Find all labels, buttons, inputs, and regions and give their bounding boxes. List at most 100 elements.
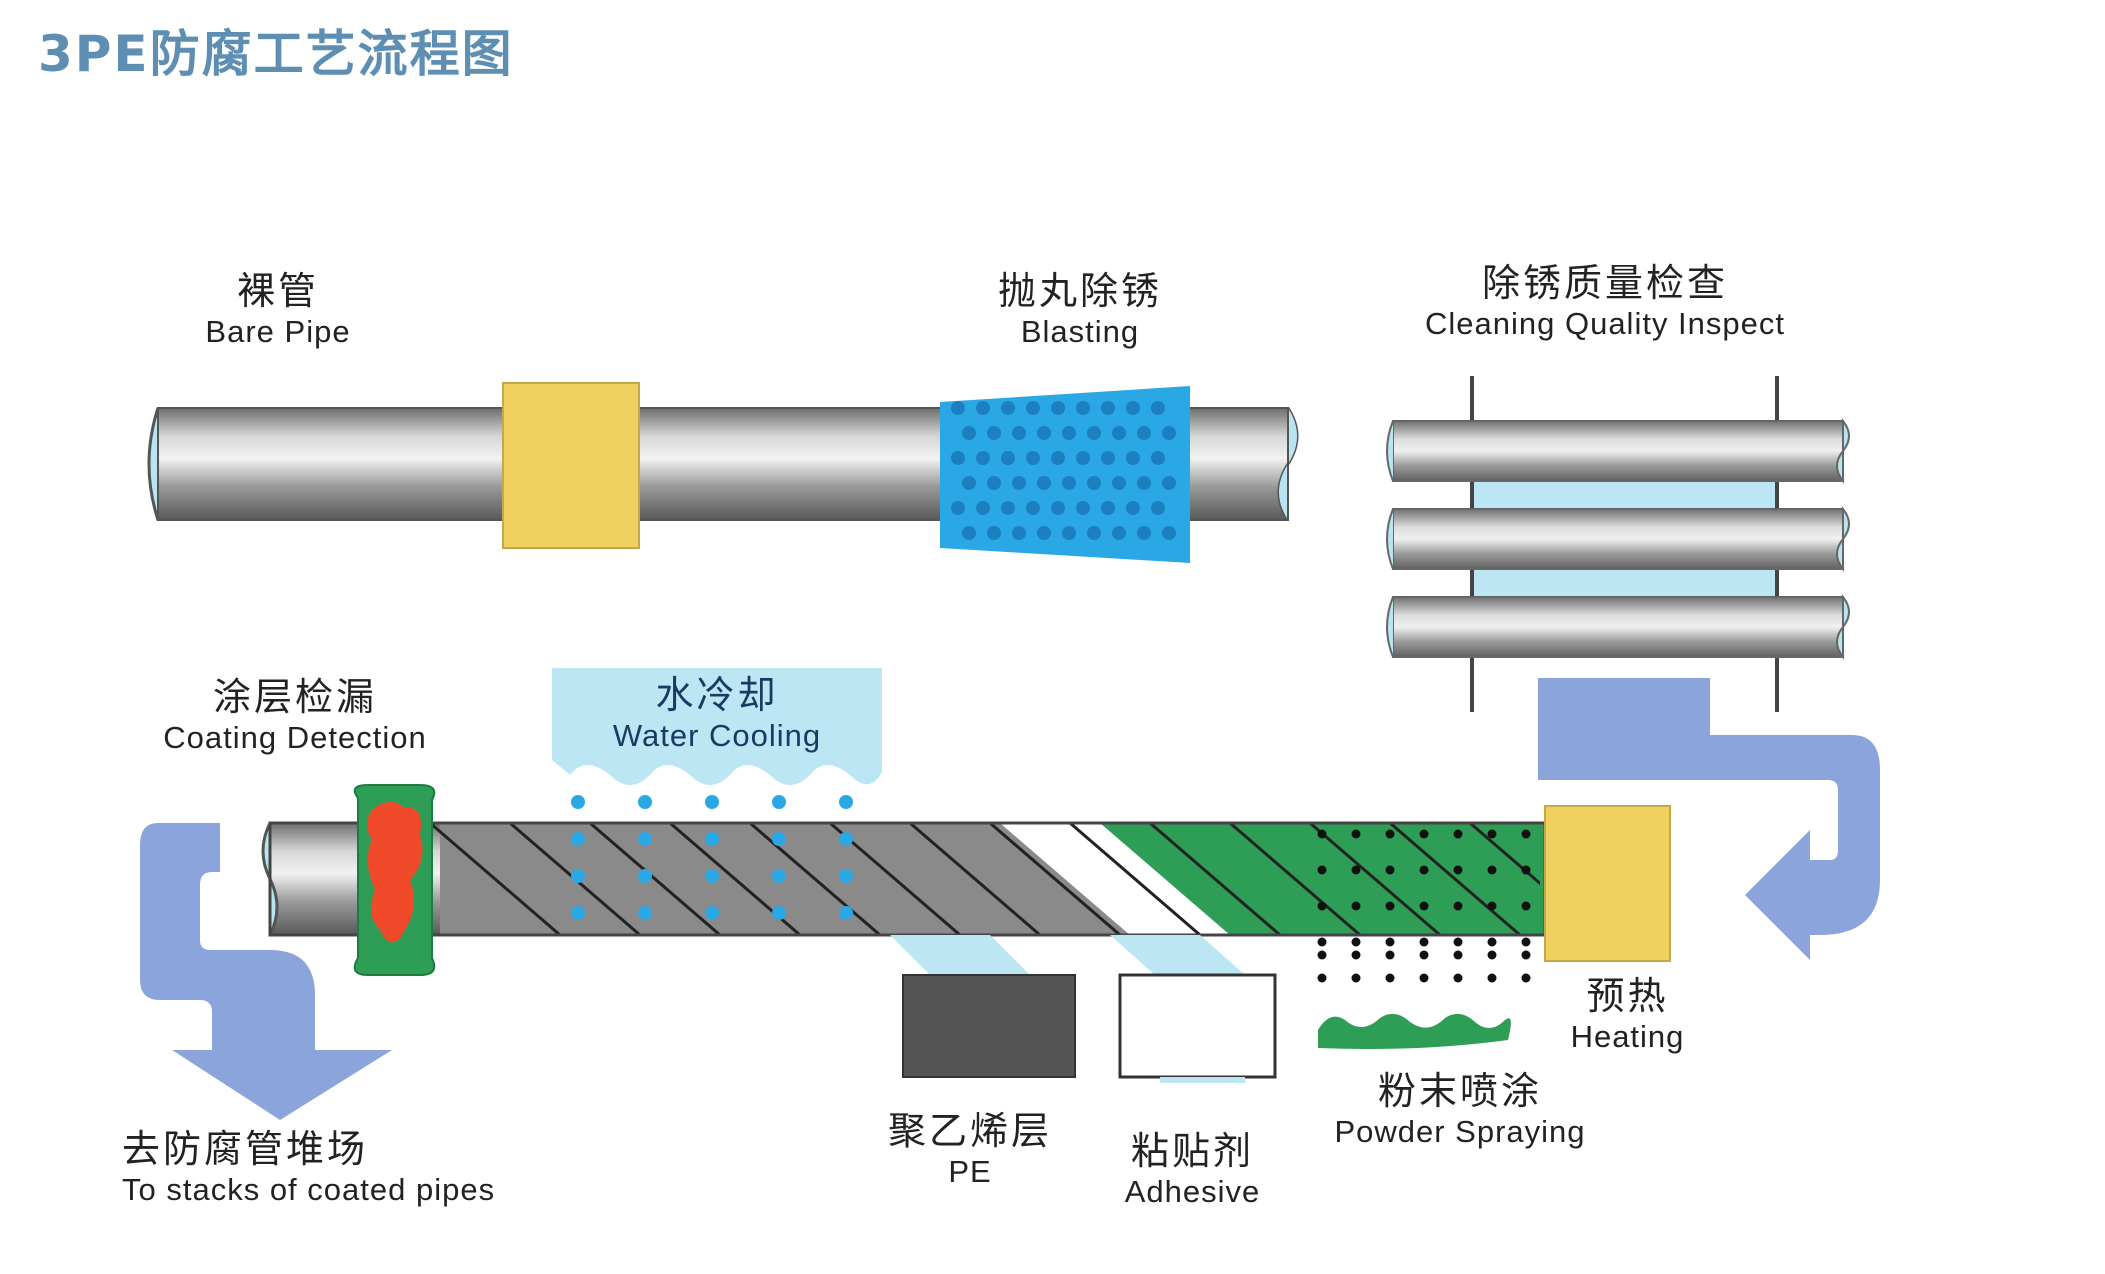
shot-dot [987,526,1001,540]
spiral-line [1469,823,1540,886]
powder-dot [1419,950,1429,960]
powder-dot [1487,865,1497,875]
shot-dot [976,401,990,415]
powder-dot [1385,865,1395,875]
label-powder-spraying: 粉末喷涂 Powder Spraying [1310,1069,1610,1149]
spiral-line [1309,823,1441,935]
powder-dot [1419,937,1429,947]
powder-dot [1419,865,1429,875]
label-bare-pipe-en: Bare Pipe [205,313,351,349]
powder-dot [1385,973,1395,983]
pre-heater-block [502,382,640,549]
powder-dot [1351,865,1361,875]
shot-dot [1112,426,1126,440]
powder-dot [1351,829,1361,839]
powder-dot [1521,937,1531,947]
label-coating-detection: 涂层检漏 Coating Detection [140,675,450,755]
water-drop [705,832,719,846]
label-water-cooling: 水冷却 Water Cooling [582,673,852,753]
powder-dot [1351,937,1361,947]
water-drop [638,832,652,846]
powder-dot [1419,829,1429,839]
shot-dot [1101,401,1115,415]
shot-dot [1012,526,1026,540]
pe-feed-strip [890,935,1030,975]
shot-dot [1151,401,1165,415]
inspection-station [1386,376,1850,712]
shot-dot [976,451,990,465]
water-drop [772,906,786,920]
label-cleaning-inspect-zh: 除锈质量检查 [1481,261,1728,305]
powder-dot [1487,937,1497,947]
water-drop [705,869,719,883]
shot-dot [1087,526,1101,540]
water-drop [571,832,585,846]
shot-dot [1001,401,1015,415]
shot-dot [1101,451,1115,465]
shot-dot [1037,476,1051,490]
powder-dot [1317,973,1327,983]
shot-dot [1162,526,1176,540]
shot-dot [1126,401,1140,415]
spiral-line [589,823,721,935]
shot-dot [1076,401,1090,415]
shot-dot [951,501,965,515]
water-drop [638,795,652,809]
powder-dot [1521,973,1531,983]
shot-dot [1137,526,1151,540]
powder-dot [1453,937,1463,947]
shot-dot [962,476,976,490]
shot-dot [1012,476,1026,490]
powder-dot [1487,829,1497,839]
water-drop [571,795,585,809]
powder-dot [1487,973,1497,983]
powder-dot [1419,901,1429,911]
shot-dot [1101,501,1115,515]
holiday-detector [353,784,436,976]
powder-dot [1385,829,1395,839]
label-to-stacks-en: To stacks of coated pipes [122,1171,496,1207]
powder-dot [1317,865,1327,875]
shot-dot [1087,476,1101,490]
label-bare-pipe: 裸管 Bare Pipe [178,269,378,349]
label-pe-en: PE [948,1153,992,1189]
powder-dot [1453,829,1463,839]
adhesive-feed-strip [1110,935,1245,975]
label-blasting-zh: 抛丸除锈 [997,269,1162,313]
label-coating-detection-en: Coating Detection [163,719,427,755]
pe-extruder-box [902,974,1076,1078]
powder-dot [1317,937,1327,947]
shot-dot [1126,501,1140,515]
water-drop [571,906,585,920]
label-adhesive: 粘贴剂 Adhesive [1100,1129,1285,1209]
powder-dot [1521,865,1531,875]
shot-dot [1137,426,1151,440]
shot-dot [1026,451,1040,465]
water-drop [839,869,853,883]
shot-dot [1076,451,1090,465]
shot-dot [1162,426,1176,440]
shot-dot [1112,526,1126,540]
shot-dot [1037,526,1051,540]
flow-arrow-down-left-icon [1538,678,1880,960]
spiral-line [1389,823,1521,935]
shot-dot [962,526,976,540]
powder-dot [1351,950,1361,960]
powder-dot [1453,901,1463,911]
water-drop [839,906,853,920]
shot-dot [1001,501,1015,515]
shot-dot [1001,451,1015,465]
blasting-chamber [940,386,1190,563]
label-adhesive-en: Adhesive [1124,1173,1261,1209]
water-drop [839,795,853,809]
shot-dot [1062,526,1076,540]
label-bare-pipe-zh: 裸管 [236,269,319,313]
powder-dot [1351,973,1361,983]
shot-dot [951,451,965,465]
label-pe: 聚乙烯层 PE [870,1109,1070,1189]
label-to-stacks-zh: 去防腐管堆场 [122,1127,369,1171]
label-water-cooling-zh: 水冷却 [655,673,779,717]
shot-dot [1026,501,1040,515]
shot-dot [1051,401,1065,415]
flow-arrow-down-icon [140,823,392,1120]
